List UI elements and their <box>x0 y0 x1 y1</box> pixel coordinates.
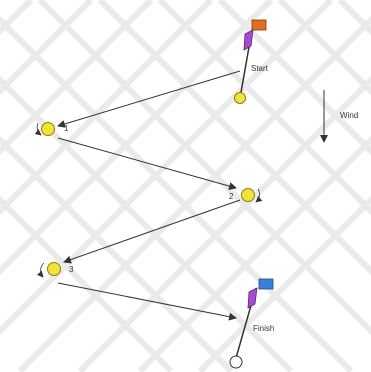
mark-1: 1 <box>34 122 69 136</box>
start-label: Start <box>251 64 269 73</box>
yellow-buoy-icon <box>241 188 255 202</box>
leg-start-to-1 <box>57 70 241 128</box>
yellow-buoy-icon <box>47 262 61 276</box>
course-lines <box>57 70 241 321</box>
mark-2-label: 2 <box>229 192 234 201</box>
finish-pin-buoy-icon <box>229 355 243 369</box>
leg-2-to-3 <box>63 199 241 264</box>
mark-2: 2 <box>229 188 263 203</box>
leg-3-to-finish <box>57 282 237 321</box>
leg-1-to-2 <box>57 137 237 190</box>
wind-label: Wind <box>340 111 358 120</box>
mark-3-label: 3 <box>69 265 74 274</box>
yellow-buoy-icon <box>41 122 55 136</box>
finish-label: Finish <box>253 324 274 333</box>
finish-line: Finish <box>229 278 274 369</box>
committee-boat-icon <box>247 287 258 309</box>
committee-boat-icon <box>243 29 254 51</box>
wind-indicator: Wind <box>320 90 358 143</box>
blue-flag-icon <box>258 278 274 290</box>
start-flag-icon <box>251 19 267 31</box>
start-line: Start <box>234 19 269 104</box>
start-pin-buoy-icon <box>234 92 246 104</box>
mark-1-label: 1 <box>64 124 69 133</box>
mark-3: 3 <box>36 262 74 278</box>
